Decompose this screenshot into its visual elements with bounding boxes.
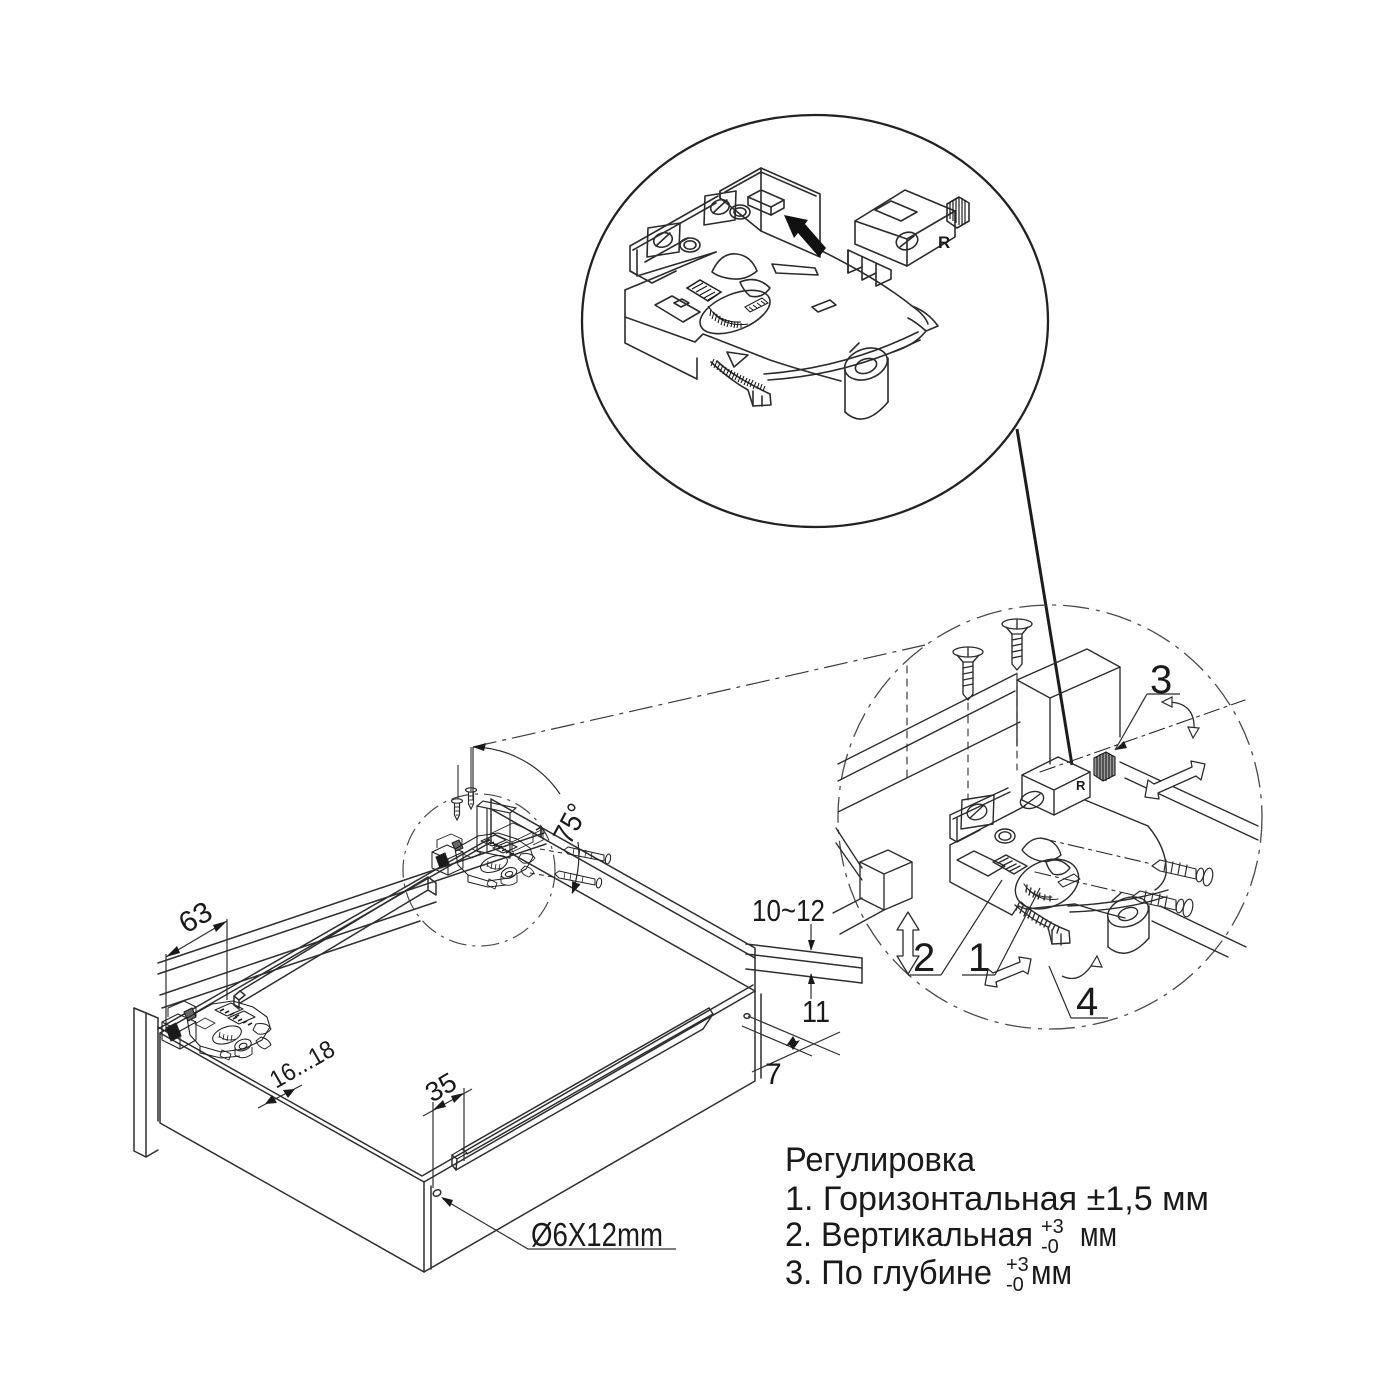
- svg-text:4: 4: [1076, 980, 1098, 1024]
- svg-text:R: R: [1076, 778, 1086, 793]
- svg-text:R: R: [938, 233, 950, 252]
- svg-text:-0: -0: [1006, 1274, 1024, 1296]
- svg-text:мм: мм: [1080, 1216, 1117, 1254]
- svg-text:1. Горизонтальная ±1,5 мм: 1. Горизонтальная ±1,5 мм: [785, 1180, 1209, 1218]
- svg-text:10~12: 10~12: [752, 893, 825, 928]
- svg-text:Ø6X12mm: Ø6X12mm: [531, 1216, 663, 1253]
- svg-text:мм: мм: [1031, 1254, 1072, 1292]
- svg-text:+3: +3: [1041, 1216, 1064, 1238]
- svg-text:1: 1: [968, 936, 990, 980]
- svg-text:3: 3: [1150, 658, 1172, 702]
- svg-text:-0: -0: [1041, 1236, 1059, 1258]
- svg-text:3. По глубине: 3. По глубине: [785, 1254, 992, 1292]
- svg-text:2. Вертикальная: 2. Вертикальная: [785, 1216, 1033, 1254]
- svg-text:2: 2: [913, 936, 935, 980]
- svg-text:Регулировка: Регулировка: [785, 1141, 975, 1179]
- svg-text:11: 11: [802, 994, 830, 1029]
- svg-text:7: 7: [765, 1058, 782, 1091]
- svg-text:+3: +3: [1006, 1254, 1029, 1276]
